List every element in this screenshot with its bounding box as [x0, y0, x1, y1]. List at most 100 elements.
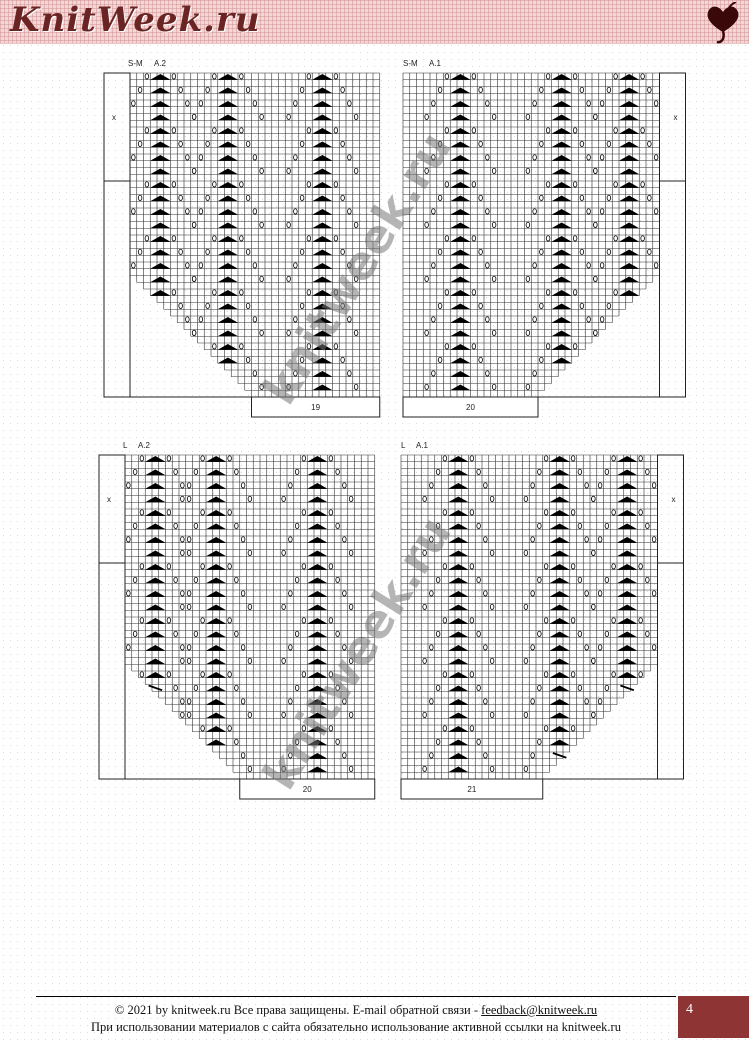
yarn-over-symbol	[491, 329, 497, 336]
yarn-over-symbol	[185, 316, 190, 323]
decrease-symbol	[619, 155, 640, 161]
yarn-over-symbol	[613, 181, 618, 188]
yarn-over-symbol	[200, 509, 205, 516]
yarn-over-symbol	[523, 765, 529, 772]
decrease-symbol	[217, 276, 238, 283]
yarn-over-symbol	[422, 603, 427, 610]
yarn-over-symbol	[328, 617, 334, 624]
decrease-symbol	[150, 141, 171, 148]
decrease-symbol	[206, 496, 227, 503]
decrease-symbol	[448, 523, 469, 530]
decrease-symbol	[619, 276, 640, 283]
decrease-symbol	[150, 182, 171, 188]
decrease-symbol	[307, 591, 328, 597]
decrease-symbol	[312, 384, 333, 391]
yarn-over-symbol	[171, 235, 177, 242]
yarn-over-symbol	[299, 86, 305, 93]
yarn-over-symbol	[478, 248, 483, 255]
yarn-over-symbol	[597, 644, 603, 651]
decrease-symbol	[450, 101, 471, 107]
yarn-over-symbol	[131, 100, 136, 107]
yarn-over-symbol	[572, 73, 578, 80]
chart-2	[402, 72, 686, 418]
yarn-over-symbol	[333, 181, 339, 188]
decrease-symbol	[551, 182, 572, 188]
decrease-symbol	[551, 330, 572, 337]
feedback-email-link[interactable]: feedback@knitweek.ru	[481, 1003, 598, 1017]
decrease-symbol	[619, 263, 640, 269]
yarn-over-symbol	[651, 590, 657, 597]
decrease-symbol	[206, 550, 227, 557]
yarn-over-symbol	[186, 549, 192, 556]
yarn-over-symbol	[437, 302, 443, 309]
decrease-symbol	[307, 618, 328, 624]
yarn-over-symbol	[539, 194, 544, 201]
yarn-over-symbol	[293, 154, 298, 161]
decrease-symbol	[549, 537, 570, 543]
decrease-symbol	[617, 618, 638, 624]
decrease-symbol	[217, 114, 238, 121]
yarn-over-symbol	[537, 522, 542, 529]
yarn-over-symbol	[543, 455, 549, 462]
yarn-over-symbol	[166, 509, 172, 516]
yarn-over-symbol	[543, 671, 549, 678]
yarn-over-symbol	[137, 140, 143, 147]
yarn-over-symbol	[638, 617, 643, 624]
yarn-over-symbol	[288, 536, 293, 543]
yarn-over-symbol	[429, 536, 434, 543]
decrease-symbol	[307, 456, 328, 462]
yarn-over-symbol	[437, 140, 443, 147]
yarn-over-symbol	[611, 617, 616, 624]
yarn-over-symbol	[234, 576, 239, 583]
yarn-over-symbol	[239, 181, 244, 188]
decrease-symbol	[145, 537, 166, 543]
decrease-symbol	[206, 658, 227, 665]
yarn-over-symbol	[186, 698, 192, 705]
yarn-over-symbol	[353, 329, 359, 336]
decrease-symbol	[307, 577, 328, 584]
yarn-over-symbol	[476, 576, 481, 583]
yarn-over-symbol	[259, 167, 264, 174]
yarn-over-symbol	[139, 617, 145, 624]
yarn-over-symbol	[171, 73, 177, 80]
yarn-over-symbol	[186, 644, 192, 651]
chart-1	[103, 72, 381, 418]
yarn-over-symbol	[525, 221, 531, 228]
decrease-symbol	[217, 101, 238, 107]
yarn-over-symbol	[429, 752, 434, 759]
yarn-over-symbol	[137, 86, 143, 93]
site-logo[interactable]: KnitWeek.ru	[10, 0, 261, 40]
decrease-symbol	[307, 658, 328, 665]
yarn-over-symbol	[180, 603, 185, 610]
yarn-over-symbol	[166, 455, 172, 462]
yarn-over-symbol	[604, 630, 610, 637]
yarn-over-symbol	[347, 100, 352, 107]
decrease-symbol	[312, 114, 333, 121]
yarn-over-symbol	[126, 644, 131, 651]
yarn-over-symbol	[579, 302, 585, 309]
yarn-over-symbol	[651, 644, 657, 651]
yarn-over-symbol	[245, 248, 251, 255]
yarn-over-symbol	[185, 208, 190, 215]
yarn-over-symbol	[288, 698, 293, 705]
decrease-symbol	[448, 469, 469, 476]
repeat-box	[103, 72, 131, 398]
chart-size-label: L	[401, 441, 406, 450]
yarn-over-symbol	[640, 73, 645, 80]
yarn-over-symbol	[437, 248, 443, 255]
decrease-symbol	[206, 469, 227, 476]
decrease-symbol	[206, 523, 227, 530]
yarn-over-symbol	[294, 468, 300, 475]
decrease-symbol	[549, 456, 570, 462]
decrease-symbol	[619, 236, 640, 242]
yarn-over-symbol	[545, 73, 551, 80]
decrease-symbol	[307, 739, 328, 746]
yarn-over-symbol	[572, 127, 578, 134]
yarn-over-symbol	[185, 262, 190, 269]
decrease-symbol	[450, 249, 471, 256]
yarn-over-symbol	[478, 140, 483, 147]
yarn-over-symbol	[469, 509, 475, 516]
decrease-symbol	[150, 263, 171, 269]
decrease-symbol	[549, 658, 570, 665]
decrease-symbol	[617, 658, 638, 665]
